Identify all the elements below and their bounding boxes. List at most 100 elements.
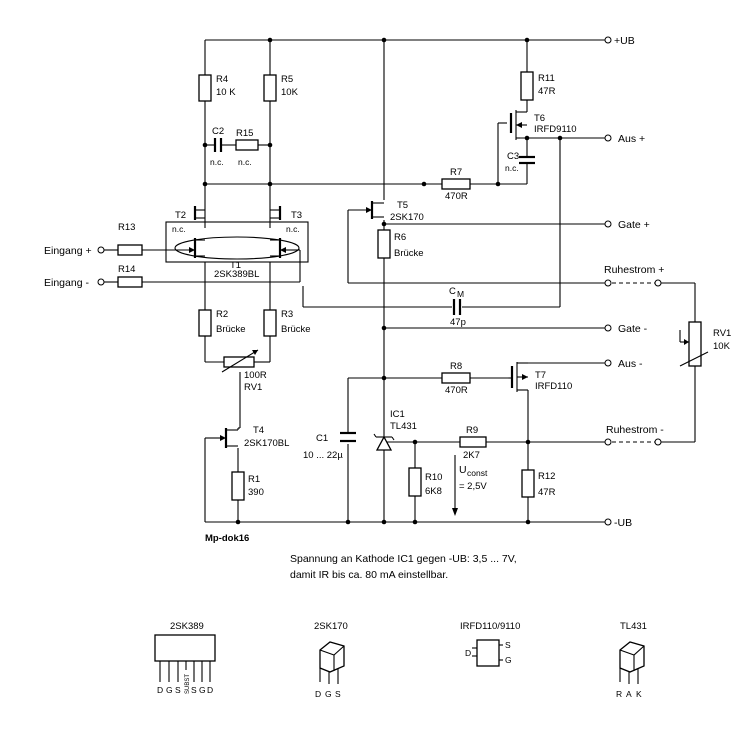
- pkg-2sk170-pin2: G: [325, 689, 332, 699]
- resistor-r2: R2 Brücke: [198, 309, 246, 337]
- gate-minus-label: Gate -: [618, 323, 648, 335]
- pkg-2sk389-pin5: S: [191, 685, 197, 695]
- resistor-r11: R11 47R: [520, 71, 556, 101]
- pkg-irfd-pin-s: S: [505, 640, 511, 650]
- r2-name: R2: [216, 309, 228, 320]
- t7-name: T7: [535, 370, 546, 381]
- pkg-2sk389-pin7: D: [207, 685, 213, 695]
- r12-name: R12: [538, 471, 555, 482]
- capacitor-c2: C2 n.c.: [210, 126, 224, 167]
- resistor-r7: R7 470R: [441, 167, 471, 202]
- mosfet-t6: T6 IRFD9110: [509, 110, 577, 140]
- doc-id: Mp-dok16: [205, 533, 249, 544]
- cm-sub: M: [457, 289, 464, 299]
- r13-name: R13: [118, 222, 135, 233]
- t6-type: IRFD9110: [534, 124, 577, 135]
- potentiometer-rv1-10k: RV1 10K: [679, 321, 731, 367]
- r6-value: Brücke: [394, 248, 424, 259]
- t1-name: T1: [230, 260, 241, 271]
- uconst-symbol: U: [459, 464, 467, 476]
- ic1-tl431: IC1 TL431: [373, 409, 417, 451]
- resistor-r5: R5 10K: [263, 74, 299, 102]
- resistor-r9: R9 2K7: [459, 425, 487, 461]
- potentiometer-rv1-100r: 100R RV1: [221, 349, 267, 393]
- r7-name: R7: [450, 167, 462, 178]
- c3-value: n.c.: [505, 163, 519, 173]
- uconst-value: = 2,5V: [459, 481, 487, 492]
- t2-name: T2: [175, 210, 186, 221]
- resistor-r1: R1 390: [231, 471, 264, 501]
- resistor-r14: R14: [117, 264, 143, 288]
- r3-name: R3: [281, 309, 293, 320]
- resistor-r8: R8 470R: [441, 361, 471, 396]
- t5-name: T5: [397, 200, 408, 211]
- wiring: [104, 39, 696, 523]
- pkg-2sk389-pin6: G: [199, 685, 206, 695]
- c3-name: C3: [507, 151, 519, 162]
- gate-plus-label: Gate +: [618, 219, 650, 231]
- pkg-2sk170-pin1: D: [315, 689, 321, 699]
- uconst-annotation: U const = 2,5V: [452, 455, 488, 516]
- jfet-t5: T5 2SK170: [366, 200, 424, 223]
- resistor-r3: R3 Brücke: [263, 309, 311, 337]
- resistor-r13: R13: [117, 222, 143, 256]
- r8-value: 470R: [445, 385, 468, 396]
- aus-plus-label: Aus +: [618, 133, 645, 145]
- r10-value: 6K8: [425, 486, 442, 497]
- c1-name: C1: [316, 433, 328, 444]
- resistor-r4: R4 10 K: [198, 74, 236, 102]
- jfet-t1-dual: T2 n.c. T3 n.c. T1 2SK389BL: [165, 206, 309, 280]
- rv1-100r-value: 100R: [244, 370, 267, 381]
- pkg-2sk170-pin3: S: [335, 689, 341, 699]
- pkg-2sk389-pin4: SUBST: [185, 674, 191, 694]
- eingang-plus-label: Eingang +: [44, 245, 92, 257]
- capacitor-cm: C M 47p: [449, 286, 466, 328]
- pkg-tl431-name: TL431: [620, 621, 647, 632]
- capacitor-c1: C1 10 ... 22µ: [303, 431, 356, 461]
- rv1-10k-value: 10K: [713, 341, 731, 352]
- t4-name: T4: [253, 425, 264, 436]
- rail-minus-label: -UB: [614, 517, 632, 529]
- r9-name: R9: [466, 425, 478, 436]
- jfet-t4: T4 2SK170BL: [205, 425, 289, 449]
- r11-name: R11: [538, 73, 555, 84]
- pkg-tl431-pin1: R: [616, 689, 622, 699]
- package-2sk389: 2SK389 D G S SUBST S G D: [154, 621, 216, 695]
- t6-name: T6: [534, 113, 545, 124]
- eingang-minus-label: Eingang -: [44, 277, 89, 289]
- r9-value: 2K7: [463, 450, 480, 461]
- r7-value: 470R: [445, 191, 468, 202]
- r1-name: R1: [248, 474, 260, 485]
- ruhestrom-plus-label: Ruhestrom +: [604, 264, 664, 276]
- t3-name: T3: [291, 210, 302, 221]
- note-line-2: damit IR bis ca. 80 mA einstellbar.: [290, 569, 448, 581]
- resistor-r15: R15 n.c.: [235, 128, 259, 167]
- package-tl431: TL431 R A K: [616, 621, 647, 699]
- r15-value: n.c.: [238, 157, 252, 167]
- t5-type: 2SK170: [390, 212, 424, 223]
- r1-value: 390: [248, 487, 264, 498]
- r6-name: R6: [394, 232, 406, 243]
- rv1-100r-name: RV1: [244, 382, 262, 393]
- pkg-tl431-pin2: A: [626, 689, 632, 699]
- resistor-r10: R10 6K8: [408, 467, 442, 497]
- aus-minus-label: Aus -: [618, 358, 643, 370]
- r2-value: Brücke: [216, 324, 246, 335]
- r4-value: 10 K: [216, 87, 236, 98]
- t3-value: n.c.: [286, 224, 300, 234]
- r4-name: R4: [216, 74, 228, 85]
- terminals: [97, 36, 662, 526]
- pkg-2sk389-pin1: D: [157, 685, 163, 695]
- c1-value: 10 ... 22µ: [303, 450, 343, 461]
- pkg-tl431-pin3: K: [636, 689, 642, 699]
- c2-value: n.c.: [210, 157, 224, 167]
- pkg-2sk389-pin2: G: [166, 685, 173, 695]
- rv1-10k-name: RV1: [713, 328, 731, 339]
- r5-value: 10K: [281, 87, 299, 98]
- cm-name: C: [449, 286, 456, 297]
- pkg-2sk389-name: 2SK389: [170, 621, 204, 632]
- pkg-irfd-pin-d: D: [465, 648, 471, 658]
- t1-type: 2SK389BL: [214, 269, 259, 280]
- resistor-r12: R12 47R: [521, 469, 556, 498]
- junction-dots: [202, 37, 563, 525]
